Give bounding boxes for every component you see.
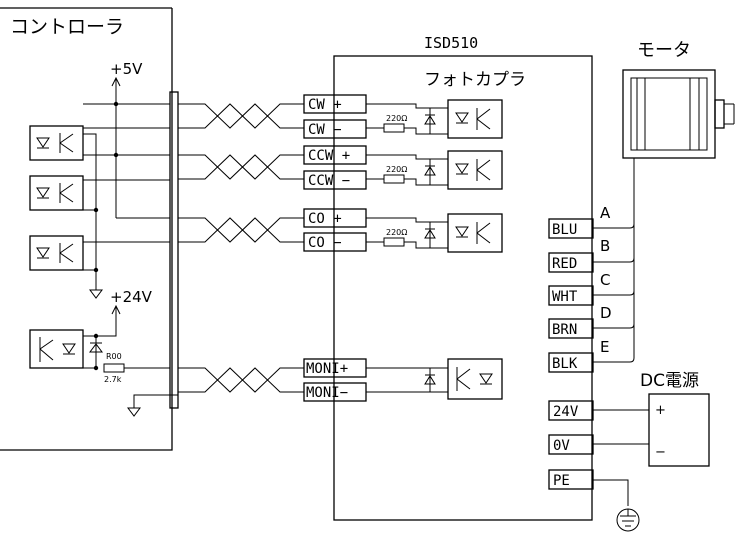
plus5v-rail: +5V — [83, 60, 143, 218]
svg-text:CW −: CW − — [308, 122, 342, 138]
wire-label-a: A — [600, 204, 611, 222]
svg-text:BLU: BLU — [552, 222, 577, 238]
ground-icon — [89, 289, 103, 299]
driver-output-circuit-moni — [366, 358, 503, 400]
driver-title: ISD510 — [424, 34, 478, 52]
terminal-wht: WHT — [548, 285, 594, 306]
resistor-r00 — [103, 363, 125, 373]
terminal-moni-minus: MONI− — [303, 382, 367, 402]
driver-input-circuit-co: 220Ω — [366, 213, 503, 253]
terminal-co-plus: CO + — [303, 208, 367, 228]
dc-power-supply: DC電源 + − — [593, 371, 710, 532]
motor-title: モータ — [637, 40, 691, 61]
controller-optocoupler-2 — [29, 175, 84, 211]
svg-text:220Ω: 220Ω — [386, 165, 407, 174]
motor-wires: A B C D E — [593, 158, 635, 363]
driver-block: ISD510 フォトカプラ — [333, 34, 593, 521]
connector-strip — [169, 91, 179, 409]
terminal-co-minus: CO − — [303, 232, 367, 252]
photocoupler-label: フォトカプラ — [424, 70, 526, 90]
twisted-pairs — [83, 103, 304, 393]
dc-power-title: DC電源 — [640, 371, 699, 391]
svg-text:24V: 24V — [553, 404, 579, 420]
dc-plus-label: + — [655, 403, 666, 418]
terminal-moni-plus: MONI+ — [303, 358, 367, 378]
svg-text:RED: RED — [552, 256, 577, 272]
driver-terminals: CW + CW − CCW + CCW − CO + CO − MONI+ MO… — [303, 94, 367, 402]
controller-optocoupler-3 — [29, 235, 84, 271]
resistor-r00-value: 2.7k — [104, 375, 122, 384]
svg-text:WHT: WHT — [552, 289, 578, 305]
svg-text:BRN: BRN — [552, 322, 577, 338]
svg-text:CO −: CO − — [308, 235, 342, 251]
motor-terminals: BLU RED WHT BRN BLK — [548, 218, 594, 373]
driver-input-circuit-ccw: 220Ω — [366, 150, 503, 190]
wire-label-e: E — [600, 338, 609, 356]
power-terminals: 24V 0V PE — [548, 400, 594, 490]
motor-block: モータ — [622, 40, 735, 159]
ground-icon — [127, 407, 141, 417]
controller-block: コントローラ — [0, 7, 173, 451]
plus5v-label: +5V — [110, 60, 143, 78]
terminal-ccw-minus: CCW − — [303, 170, 367, 190]
svg-text:220Ω: 220Ω — [386, 228, 407, 237]
plus24v-label: +24V — [110, 288, 153, 306]
motor-shaft — [714, 99, 725, 129]
svg-text:0V: 0V — [553, 438, 570, 454]
driver-input-circuit-cw: 220Ω — [366, 99, 503, 139]
terminal-blu: BLU — [548, 218, 594, 239]
svg-text:MONI+: MONI+ — [306, 361, 348, 377]
terminal-ccw-plus: CCW + — [303, 145, 367, 165]
svg-text:CW +: CW + — [308, 97, 342, 113]
terminal-0v: 0V — [548, 434, 594, 455]
dc-minus-label: − — [655, 445, 666, 460]
terminal-brn: BRN — [548, 318, 594, 339]
terminal-cw-minus: CW − — [303, 119, 367, 139]
svg-text:MONI−: MONI− — [306, 385, 348, 401]
svg-text:PE: PE — [553, 473, 570, 489]
terminal-cw-plus: CW + — [303, 94, 367, 114]
terminal-pe: PE — [548, 469, 594, 490]
svg-text:CCW +: CCW + — [308, 148, 350, 164]
wire-label-b: B — [600, 237, 610, 255]
svg-text:BLK: BLK — [552, 356, 578, 372]
svg-text:220Ω: 220Ω — [386, 114, 407, 123]
wire-label-c: C — [600, 271, 610, 289]
wire-label-d: D — [600, 304, 612, 322]
svg-text:CO +: CO + — [308, 211, 342, 227]
controller-ground-rail — [83, 133, 103, 299]
svg-text:CCW −: CCW − — [308, 173, 350, 189]
plus24v-section: +24V R00 2.7k — [29, 288, 178, 417]
terminal-red: RED — [548, 252, 594, 273]
controller-title: コントローラ — [10, 16, 124, 38]
terminal-24v: 24V — [548, 400, 594, 421]
terminal-blk: BLK — [548, 352, 594, 373]
resistor-r00-name: R00 — [106, 352, 122, 361]
controller-optocoupler-1 — [29, 125, 84, 161]
